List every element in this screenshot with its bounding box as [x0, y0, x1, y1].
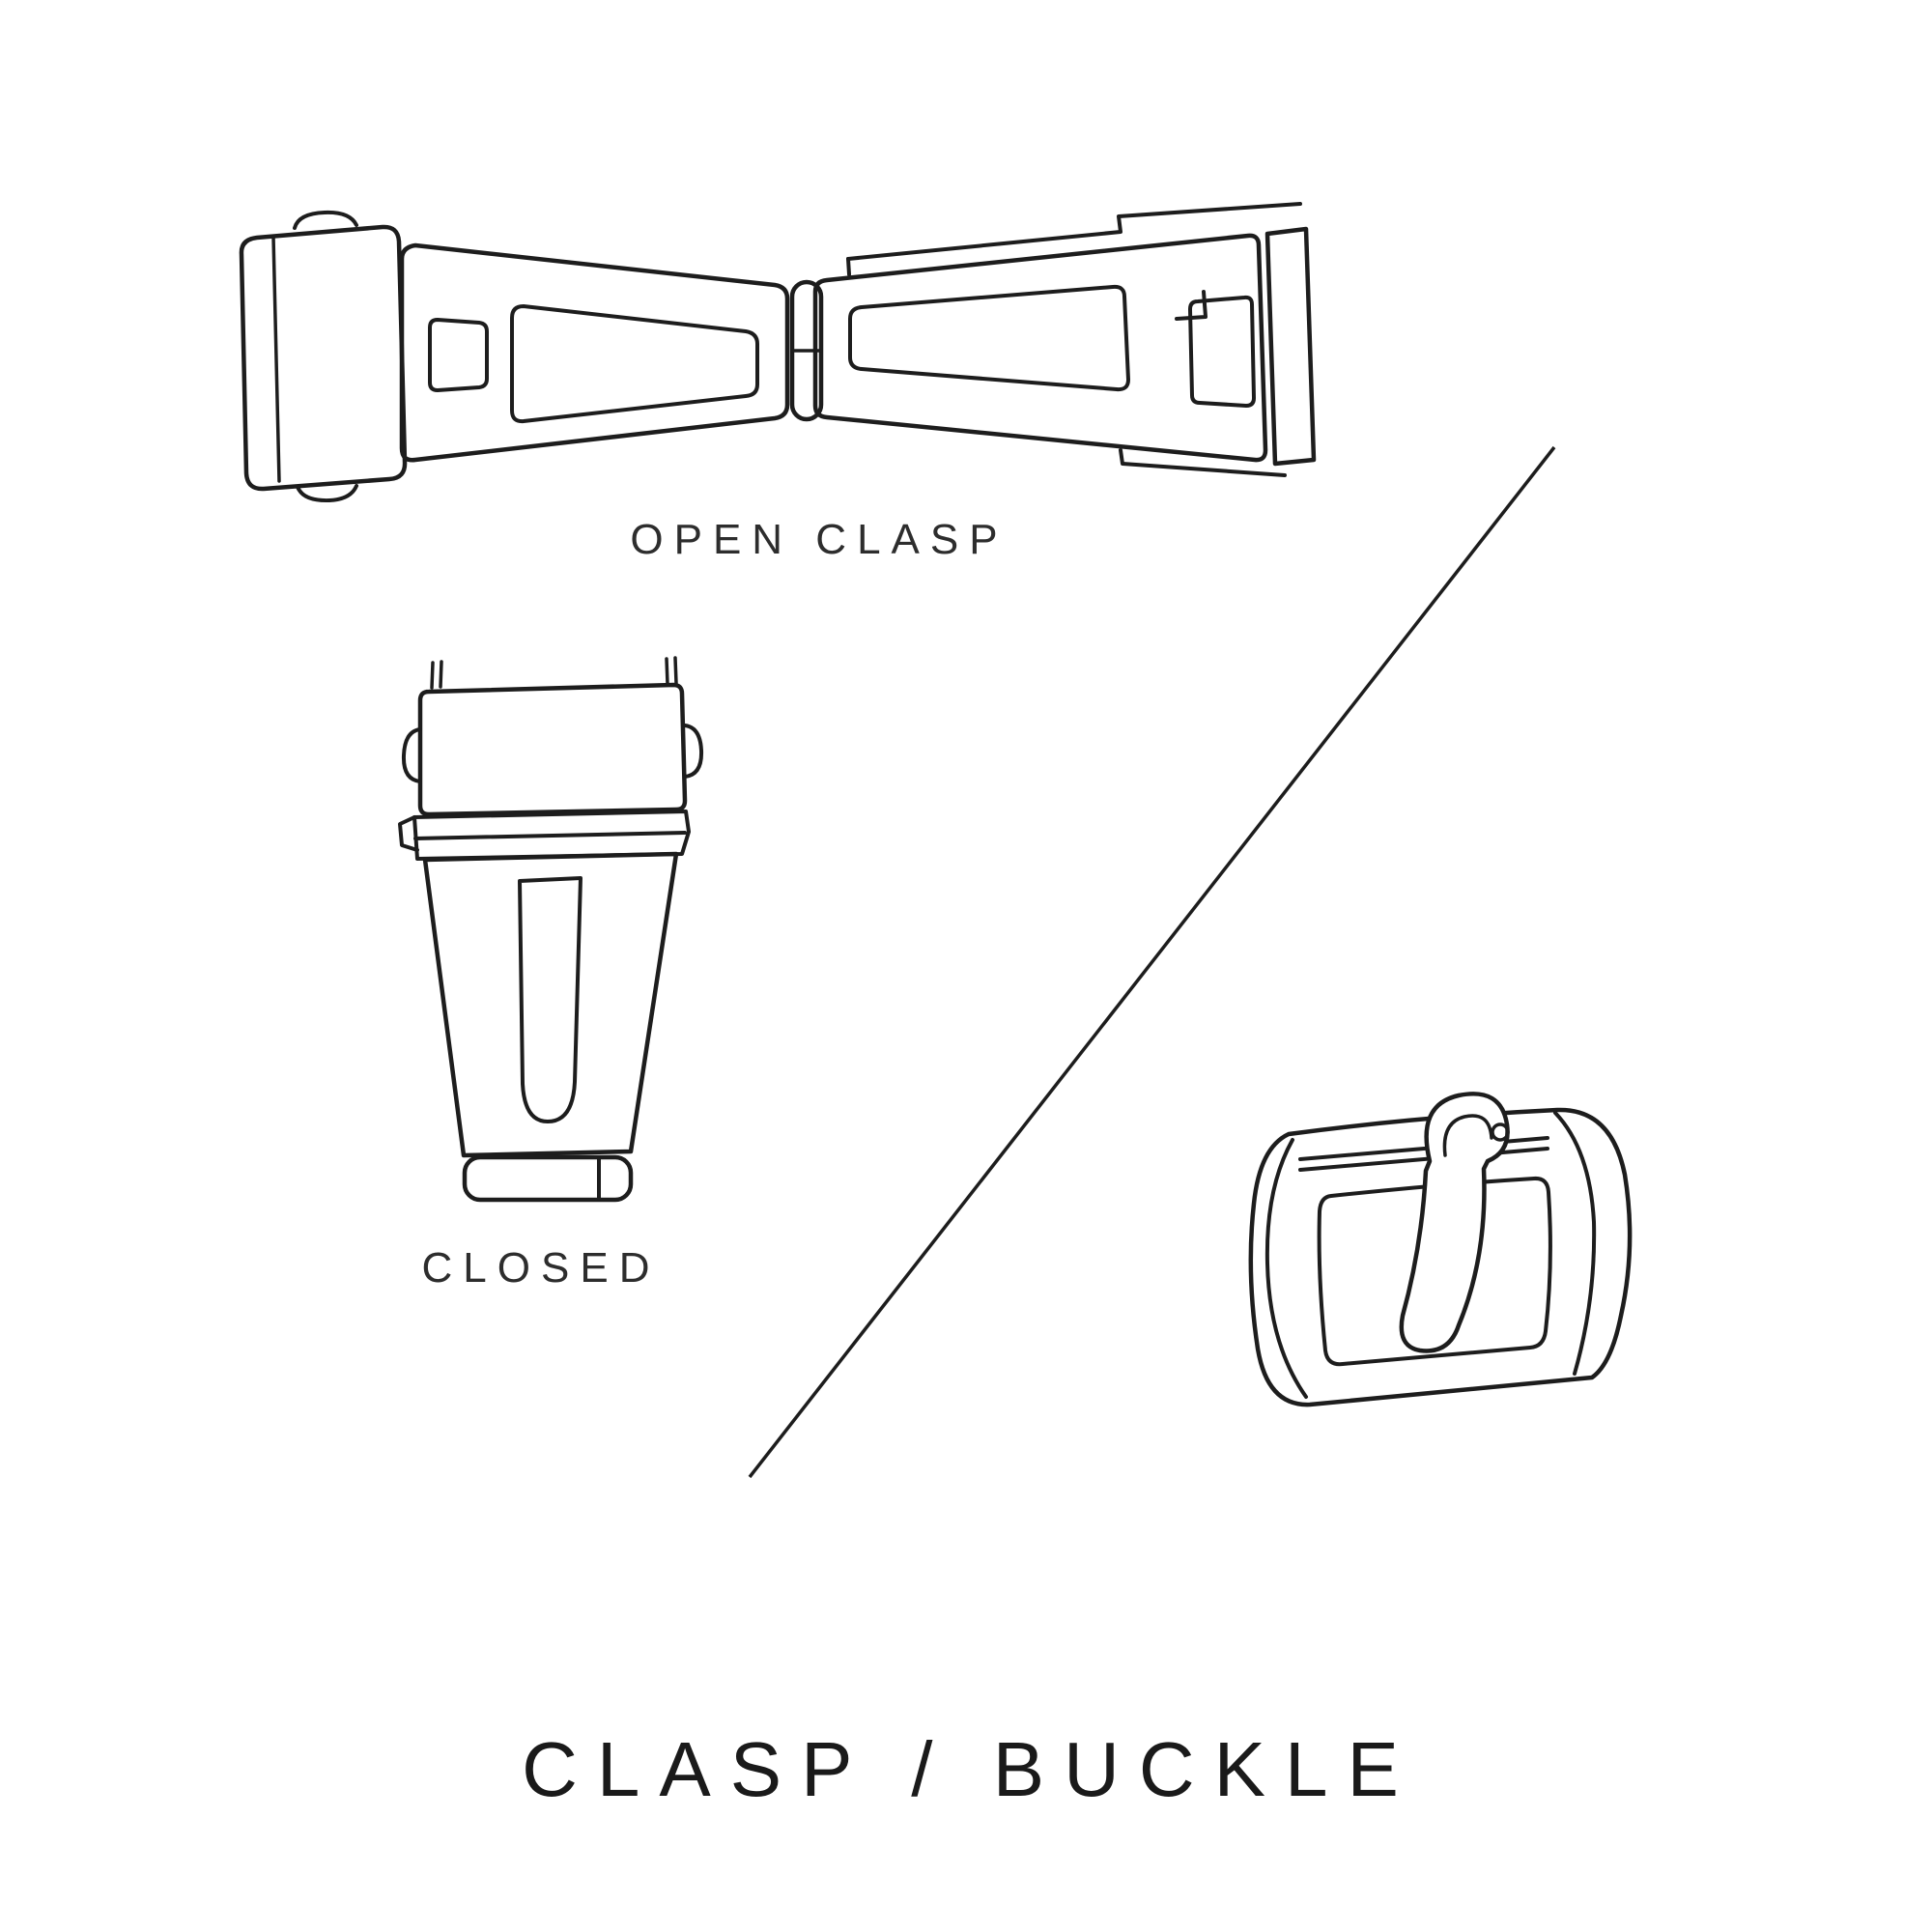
page-title: CLASP / BUCKLE [522, 1726, 1418, 1812]
open-clasp-illustration [239, 202, 1317, 503]
open-clasp-label: OPEN CLASP [630, 516, 1009, 563]
tang-buckle-illustration [1248, 1092, 1633, 1407]
diagonal-divider-line [748, 445, 1556, 1479]
closed-clasp-illustration [398, 656, 704, 1203]
closed-clasp-label: CLOSED [421, 1244, 661, 1292]
